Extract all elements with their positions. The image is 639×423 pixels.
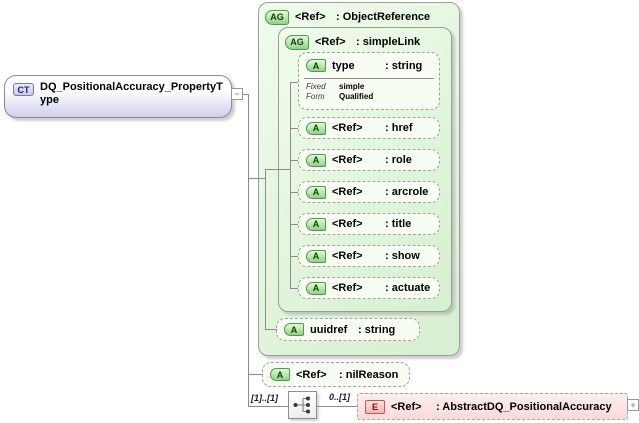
connector-line <box>316 406 358 407</box>
attribute-group-type: : ObjectReference <box>336 11 431 23</box>
attribute-type[interactable]: A type : string Fixed simple Form Qualif… <box>298 52 440 110</box>
attribute-type-label: : href <box>385 122 413 134</box>
attribute-icon: A <box>284 323 304 336</box>
attribute-type-label: : role <box>385 154 412 166</box>
connector-stub <box>290 256 298 257</box>
complex-type-icon: CT <box>13 83 34 96</box>
connector-stub <box>290 82 298 83</box>
attribute-actuate[interactable]: A <Ref> : actuate <box>298 277 440 299</box>
attribute-icon: A <box>306 217 326 231</box>
connector-line <box>265 169 291 170</box>
attribute-name: <Ref> <box>332 122 363 134</box>
connector-stub <box>248 374 263 375</box>
connector-line <box>248 178 266 179</box>
element-icon: E <box>365 399 385 414</box>
attribute-icon: A <box>270 368 290 381</box>
element-abstractdq-positionalaccuracy[interactable]: E <Ref> : AbstractDQ_PositionalAccuracy <box>357 393 628 420</box>
connector-stub <box>290 128 298 129</box>
attribute-type-label: : string <box>358 323 396 336</box>
expand-icon: + <box>630 400 636 410</box>
connector-line <box>265 169 266 330</box>
connector-stub <box>265 329 277 330</box>
attribute-row: A type : string <box>299 53 439 78</box>
collapse-handle[interactable]: − <box>231 88 243 100</box>
attribute-type-label: : nilReason <box>339 368 399 381</box>
attribute-name: <Ref> <box>332 154 363 166</box>
attribute-nilreason[interactable]: A <Ref> : nilReason <box>262 362 410 387</box>
connector-trunk <box>248 94 249 407</box>
attribute-title[interactable]: A <Ref> : title <box>298 213 440 235</box>
cardinality-label: 0..[1] <box>329 392 351 402</box>
attribute-show[interactable]: A <Ref> : show <box>298 245 440 267</box>
attribute-name: <Ref> <box>332 218 363 230</box>
expand-handle[interactable]: + <box>627 399 639 411</box>
element-name: <Ref> <box>391 400 422 413</box>
attribute-icon: A <box>306 249 326 263</box>
attribute-icon: A <box>306 153 326 167</box>
attribute-name: <Ref> <box>332 186 363 198</box>
connector-stub <box>290 160 298 161</box>
attribute-group-ref: <Ref> <box>315 36 346 48</box>
attribute-group-type: : simpleLink <box>356 36 421 48</box>
attribute-group-header: AG <Ref> : ObjectReference <box>265 9 459 25</box>
facet-label: Fixed <box>306 82 326 91</box>
complex-type-dq-positionalaccuracy-propertytype[interactable]: CT DQ_PositionalAccuracy_PropertyType <box>4 75 232 118</box>
sequence-compositor-icon[interactable] <box>288 391 317 419</box>
attribute-name: <Ref> <box>332 250 363 262</box>
facet-value: simple <box>339 82 365 91</box>
facet-value: Qualified <box>339 92 374 101</box>
attribute-icon: A <box>306 185 326 199</box>
attribute-type-label: : actuate <box>385 282 431 294</box>
connector-stub <box>290 224 298 225</box>
connector-line <box>243 94 249 95</box>
facet-divider <box>304 78 434 79</box>
connector-line <box>290 82 291 289</box>
complex-type-name: DQ_PositionalAccuracy_PropertyType <box>40 81 223 106</box>
attribute-role[interactable]: A <Ref> : role <box>298 149 440 171</box>
attribute-group-icon: AG <box>265 9 289 25</box>
element-type-label: : AbstractDQ_PositionalAccuracy <box>436 400 612 413</box>
attribute-name: <Ref> <box>296 368 327 381</box>
attribute-uuidref[interactable]: A uuidref : string <box>276 318 420 341</box>
attribute-name: <Ref> <box>332 282 363 294</box>
facet-label: Form <box>306 92 325 101</box>
attribute-group-header: AG <Ref> : simpleLink <box>285 34 451 50</box>
sequence-glyph <box>293 396 310 414</box>
cardinality-label: [1]..[1] <box>251 393 278 403</box>
facet-fixed: Fixed simple <box>299 82 439 92</box>
connector-line <box>248 406 289 407</box>
attribute-href[interactable]: A <Ref> : href <box>298 117 440 139</box>
facet-form: Form Qualified <box>299 92 439 102</box>
attribute-icon: A <box>306 281 326 295</box>
attribute-type-label: : string <box>385 59 423 72</box>
collapse-icon: − <box>234 89 240 99</box>
attribute-type-label: : title <box>385 218 412 230</box>
attribute-group-icon: AG <box>285 34 309 50</box>
attribute-type-label: : arcrole <box>385 186 429 198</box>
attribute-icon: A <box>306 121 326 135</box>
connector-stub <box>290 192 298 193</box>
attribute-arcrole[interactable]: A <Ref> : arcrole <box>298 181 440 203</box>
attribute-icon: A <box>306 59 326 72</box>
attribute-group-ref: <Ref> <box>295 11 326 23</box>
attribute-type-label: : show <box>385 250 420 262</box>
connector-stub <box>290 288 298 289</box>
attribute-name: type <box>332 59 355 72</box>
attribute-name: uuidref <box>310 323 348 336</box>
